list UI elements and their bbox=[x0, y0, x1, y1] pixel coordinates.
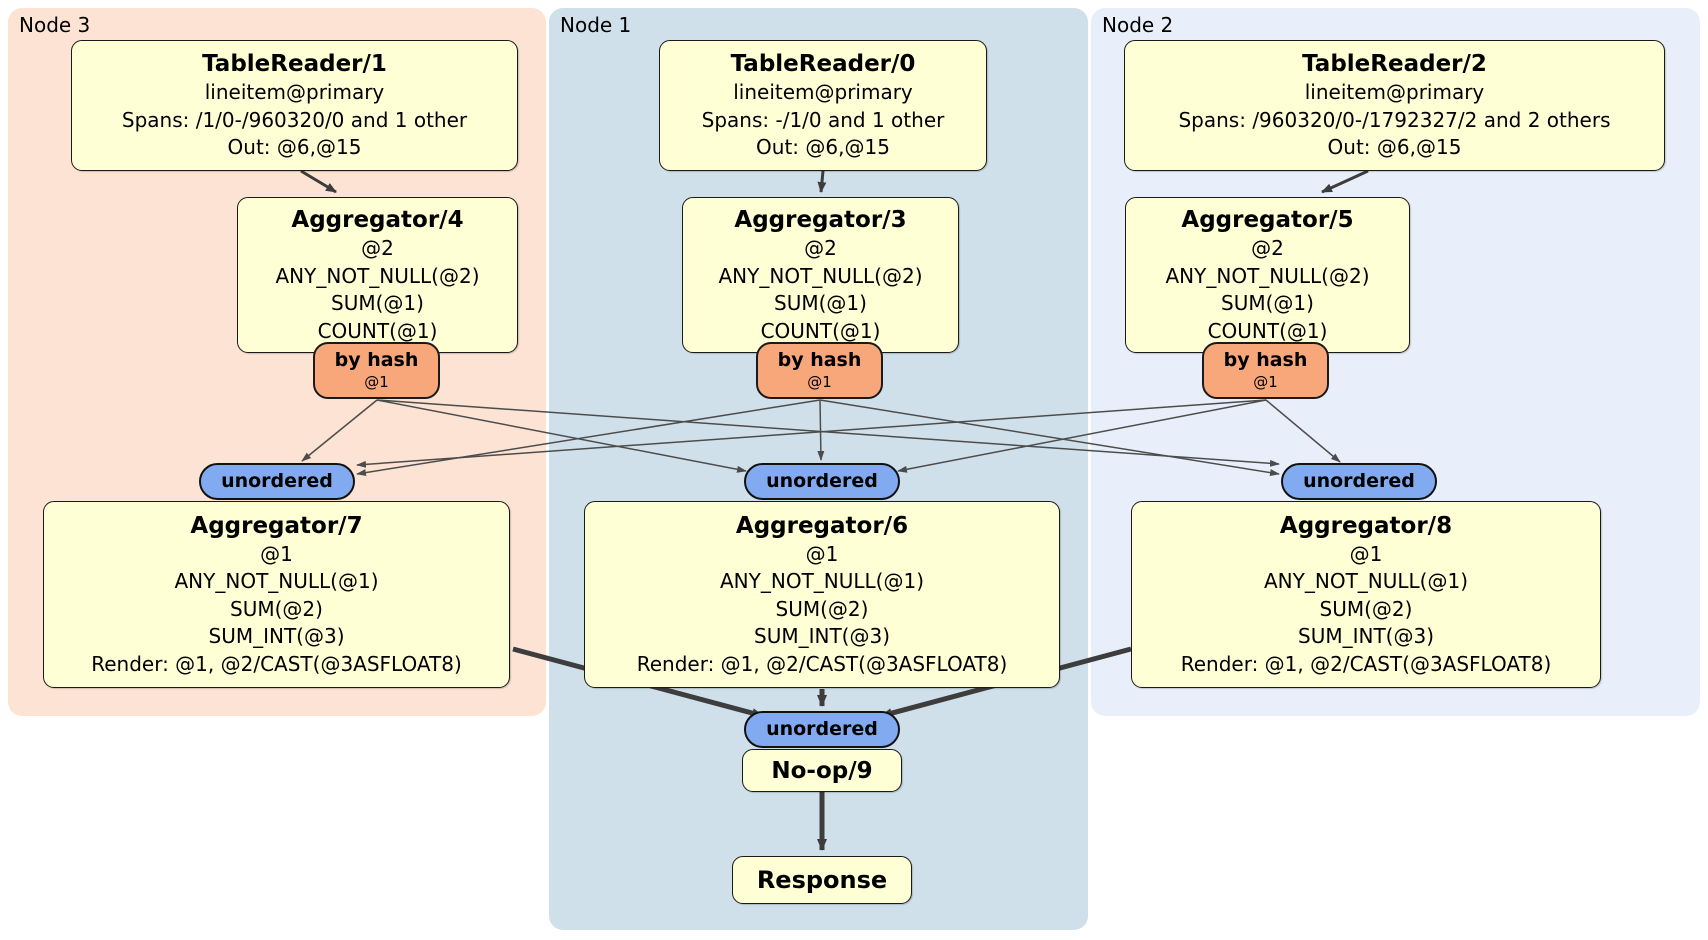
response-node: Response bbox=[732, 856, 912, 904]
node-detail: COUNT(@1) bbox=[760, 318, 881, 343]
node-title: TableReader/1 bbox=[202, 51, 387, 78]
by-hash-router-badge: by hash @1 bbox=[313, 342, 440, 399]
node-detail: COUNT(@1) bbox=[1207, 318, 1328, 343]
node-detail: SUM_INT(@3) bbox=[754, 624, 890, 649]
node-detail: SUM_INT(@3) bbox=[208, 624, 345, 649]
node-detail: SUM(@1) bbox=[1221, 291, 1314, 315]
node-title: No-op/9 bbox=[771, 757, 873, 784]
aggregator-8-node: Aggregator/8 @1 ANY_NOT_NULL(@1) SUM(@2)… bbox=[1131, 501, 1601, 688]
node-detail: SUM(@2) bbox=[230, 596, 323, 621]
noop-9-node: No-op/9 bbox=[742, 749, 902, 792]
router-key: @1 bbox=[364, 373, 389, 391]
tablereader-0-node: TableReader/0 lineitem@primary Spans: -/… bbox=[659, 40, 987, 171]
node-detail: Render: @1, @2/CAST(@3ASFLOAT8) bbox=[1180, 651, 1552, 676]
aggregator-7-node: Aggregator/7 @1 ANY_NOT_NULL(@1) SUM(@2)… bbox=[43, 501, 510, 688]
aggregator-3-node: Aggregator/3 @2 ANY_NOT_NULL(@2) SUM(@1)… bbox=[682, 197, 959, 353]
router-label: by hash bbox=[1223, 349, 1308, 371]
node-detail: @1 bbox=[260, 541, 293, 566]
node-detail: Render: @1, @2/CAST(@3ASFLOAT8) bbox=[91, 651, 462, 676]
node-detail: SUM(@1) bbox=[774, 291, 867, 315]
node-detail: ANY_NOT_NULL(@1) bbox=[1264, 569, 1468, 594]
tablereader-1-node: TableReader/1 lineitem@primary Spans: /1… bbox=[71, 40, 518, 171]
node-detail: Spans: -/1/0 and 1 other bbox=[701, 107, 945, 132]
node-detail: COUNT(@1) bbox=[317, 318, 438, 343]
node-detail: Out: @6,@15 bbox=[1327, 135, 1462, 160]
node-title: Aggregator/5 bbox=[1181, 207, 1354, 233]
node-detail: SUM(@1) bbox=[331, 291, 424, 315]
node-detail: Spans: /960320/0-/1792327/2 and 2 others bbox=[1178, 107, 1611, 132]
region-label-node-3: Node 3 bbox=[19, 13, 91, 37]
aggregator-5-node: Aggregator/5 @2 ANY_NOT_NULL(@2) SUM(@1)… bbox=[1125, 197, 1410, 353]
aggregator-6-node: Aggregator/6 @1 ANY_NOT_NULL(@1) SUM(@2)… bbox=[584, 501, 1060, 688]
node-title: Aggregator/6 bbox=[735, 512, 909, 539]
unordered-stream-badge: unordered bbox=[199, 463, 355, 500]
unordered-stream-badge: unordered bbox=[1281, 463, 1437, 500]
node-detail: @2 bbox=[1251, 236, 1284, 260]
node-detail: @2 bbox=[361, 236, 394, 260]
node-title: Aggregator/8 bbox=[1279, 512, 1453, 539]
router-label: by hash bbox=[777, 349, 862, 371]
node-detail: SUM(@2) bbox=[775, 596, 869, 621]
node-detail: @1 bbox=[1349, 541, 1383, 566]
node-detail: ANY_NOT_NULL(@2) bbox=[1165, 263, 1370, 288]
node-detail: @1 bbox=[805, 541, 839, 566]
node-title: Aggregator/4 bbox=[291, 207, 464, 233]
node-detail: ANY_NOT_NULL(@2) bbox=[718, 263, 923, 288]
aggregator-4-node: Aggregator/4 @2 ANY_NOT_NULL(@2) SUM(@1)… bbox=[237, 197, 518, 353]
by-hash-router-badge: by hash @1 bbox=[756, 342, 883, 399]
node-detail: Out: @6,@15 bbox=[227, 135, 362, 160]
region-label-node-1: Node 1 bbox=[560, 13, 632, 37]
node-detail: ANY_NOT_NULL(@1) bbox=[174, 569, 379, 594]
node-detail: Out: @6,@15 bbox=[756, 135, 890, 160]
node-detail: lineitem@primary bbox=[733, 80, 913, 105]
by-hash-router-badge: by hash @1 bbox=[1202, 342, 1329, 399]
router-label: by hash bbox=[334, 349, 419, 371]
node-detail: lineitem@primary bbox=[1304, 80, 1485, 105]
node-title: TableReader/2 bbox=[1302, 51, 1487, 78]
node-title: TableReader/0 bbox=[730, 51, 916, 78]
node-detail: lineitem@primary bbox=[204, 80, 385, 105]
tablereader-2-node: TableReader/2 lineitem@primary Spans: /9… bbox=[1124, 40, 1665, 171]
node-title: Response bbox=[756, 866, 888, 894]
node-detail: ANY_NOT_NULL(@2) bbox=[275, 263, 480, 288]
node-detail: Spans: /1/0-/960320/0 and 1 other bbox=[121, 107, 468, 132]
node-detail: SUM(@2) bbox=[1319, 596, 1413, 621]
node-detail: ANY_NOT_NULL(@1) bbox=[720, 569, 924, 594]
unordered-stream-badge: unordered bbox=[744, 463, 900, 500]
router-key: @1 bbox=[807, 373, 832, 391]
node-detail: Render: @1, @2/CAST(@3ASFLOAT8) bbox=[636, 651, 1008, 676]
node-detail: @2 bbox=[804, 236, 837, 260]
unordered-stream-badge: unordered bbox=[744, 711, 900, 748]
region-label-node-2: Node 2 bbox=[1102, 13, 1174, 37]
node-detail: SUM_INT(@3) bbox=[1298, 624, 1434, 649]
node-title: Aggregator/7 bbox=[190, 512, 363, 539]
router-key: @1 bbox=[1253, 373, 1278, 391]
node-title: Aggregator/3 bbox=[734, 207, 907, 233]
